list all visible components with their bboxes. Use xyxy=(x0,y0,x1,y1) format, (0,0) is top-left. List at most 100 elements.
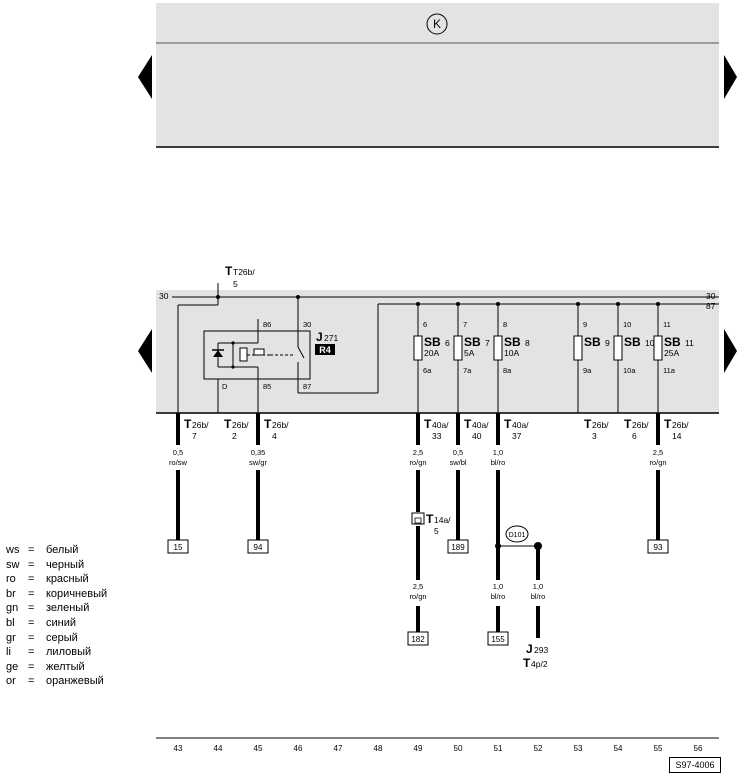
column-number: 48 xyxy=(374,744,383,753)
legend-eq: = xyxy=(28,602,35,615)
column-number: 47 xyxy=(334,744,343,753)
connector-pin: 4 xyxy=(272,431,277,441)
fuse-label: SB xyxy=(464,335,481,349)
wire-color: sw/gr xyxy=(249,458,267,467)
fuse-number: 7 xyxy=(485,338,490,348)
fuse-in-pin: 10 xyxy=(623,320,631,329)
fuse-rating: 5A xyxy=(464,348,475,358)
splice-label: D101 xyxy=(509,532,526,539)
fuse-number: 8 xyxy=(525,338,530,348)
relay-pin-d: D xyxy=(222,382,228,391)
legend-row: ws=белый xyxy=(6,543,107,558)
legend-text: зеленый xyxy=(46,602,90,615)
j293-main: J xyxy=(526,642,533,656)
inline-connector-main: T xyxy=(426,512,434,526)
fuse-number: 11 xyxy=(685,338,694,348)
fuse-in-pin: 11 xyxy=(663,320,671,329)
connector-sub: 26b/ xyxy=(672,420,689,430)
connector-pin: 2 xyxy=(232,431,237,441)
fuse-in-pin: 6 xyxy=(423,320,427,329)
ref-box-94[interactable]: 94 xyxy=(247,539,269,554)
fuse-number: 10 xyxy=(645,338,655,348)
connector-main: T xyxy=(264,417,272,431)
fuse-label: SB xyxy=(424,335,441,349)
top-connector-sub: T26b/ xyxy=(233,267,255,277)
column-number: 52 xyxy=(534,744,543,753)
legend-eq: = xyxy=(28,616,35,629)
legend-code: bl xyxy=(6,616,15,629)
legend-row: gr=серый xyxy=(6,631,107,646)
relay-diode-icon xyxy=(213,350,223,357)
legend-row: gn=зеленый xyxy=(6,601,107,616)
legend-row: ge=желтый xyxy=(6,660,107,675)
column-number: 55 xyxy=(654,744,663,753)
wire-gauge: 1,0 xyxy=(533,582,543,591)
wire-9: 1,0bl/ro xyxy=(531,582,545,638)
relay-pin-86: 86 xyxy=(263,320,271,329)
ref-box-label: 15 xyxy=(174,543,183,552)
ref-box-label: 155 xyxy=(491,635,505,644)
ref-box-15[interactable]: 15 xyxy=(167,539,189,554)
fuse-number: 6 xyxy=(445,338,450,348)
top-connector-main: T xyxy=(225,264,233,278)
connector-sub: 40a/ xyxy=(472,420,489,430)
legend-code: or xyxy=(6,675,16,688)
legend-row: or=оранжевый xyxy=(6,674,107,689)
connector-pin: 3 xyxy=(592,431,597,441)
nav-right-arrow-icon-2[interactable] xyxy=(724,329,737,373)
fuse-label: SB xyxy=(664,335,681,349)
wire-gauge: 0,5 xyxy=(173,448,183,457)
fuse-out-pin: 11a xyxy=(663,366,676,375)
fuse-in-pin: 9 xyxy=(583,320,587,329)
ref-box-189[interactable]: 189 xyxy=(447,539,469,554)
relay-badge-text: R4 xyxy=(319,345,331,355)
connector-pin: 33 xyxy=(432,431,442,441)
wire-6: 2,5ro/gn xyxy=(649,413,667,540)
legend-text: красный xyxy=(46,573,89,586)
connector-main: T xyxy=(584,417,592,431)
column-number: 45 xyxy=(254,744,263,753)
wire-color: sw/bl xyxy=(449,458,466,467)
ref-box-182[interactable]: 182 xyxy=(407,631,429,646)
ref-box-155[interactable]: 155 xyxy=(487,631,509,646)
fuse-rating: 20A xyxy=(424,348,439,358)
ref-box-label: 182 xyxy=(411,635,425,644)
k-symbol-letter: K xyxy=(433,17,441,31)
wire-color: bl/ro xyxy=(491,592,506,601)
wire-5: 1,0bl/ro xyxy=(491,413,506,580)
column-number: 44 xyxy=(214,744,223,753)
ref-box-93[interactable]: 93 xyxy=(647,539,669,554)
nav-left-arrow-icon[interactable] xyxy=(138,55,152,99)
legend-code: gr xyxy=(6,631,16,644)
legend-text: белый xyxy=(46,544,79,556)
column-number: 46 xyxy=(294,744,303,753)
nav-right-arrow-icon[interactable] xyxy=(724,55,737,99)
rail-right-30-label: 30 xyxy=(706,291,716,301)
fuse-out-pin: 6a xyxy=(423,366,432,375)
connector-sub: 40a/ xyxy=(512,420,529,430)
column-number: 43 xyxy=(174,744,183,753)
j293-conn-main: T xyxy=(523,656,531,670)
nav-left-arrow-icon-2[interactable] xyxy=(138,329,152,373)
fuse-out-pin: 8a xyxy=(503,366,512,375)
connector-sub: 26b/ xyxy=(632,420,649,430)
legend-text: лиловый xyxy=(46,646,92,659)
j293-sub: 293 xyxy=(534,645,548,655)
relay-code-main: J xyxy=(316,330,323,344)
connector-main: T xyxy=(184,417,192,431)
legend-code: ws xyxy=(6,544,20,556)
wire-3: 2,5ro/gn xyxy=(409,413,427,580)
wire-1: 0,5ro/sw xyxy=(169,413,188,540)
legend-code: sw xyxy=(6,558,20,571)
wire-color: bl/ro xyxy=(491,458,506,467)
connector-sub: 40a/ xyxy=(432,420,449,430)
